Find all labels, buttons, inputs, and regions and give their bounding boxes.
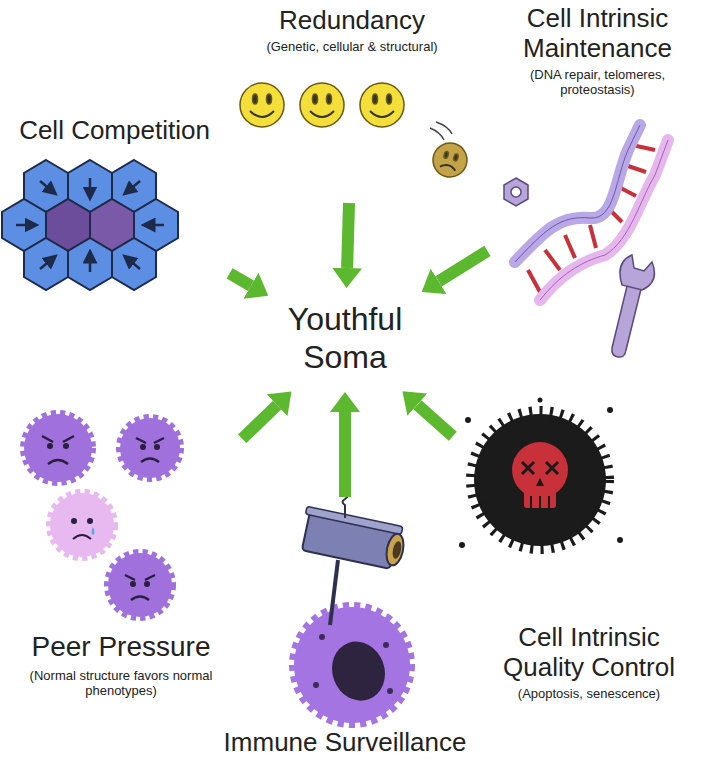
cell-cluster [2,160,178,290]
flow-arrow [439,251,488,282]
concept-group: Peer Pressure (Normal structure favors no… [2,395,240,715]
concept-note: (Genetic, cellular & structural) [232,40,472,55]
smiley-faces [240,83,471,181]
concept-group: Cell Intrinsic Maintenance (DNA repair, t… [490,2,705,362]
flow-arrow [230,273,251,285]
macrophage-camera [294,482,410,723]
concept-label: Cell Intrinsic Quality Control [475,623,703,683]
flow-arrow [347,203,349,268]
concept-label: Immune Surveillance [215,728,475,758]
dna-helix [515,125,668,300]
flow-arrow [417,405,452,437]
concept-label: Cell Competition [2,116,227,146]
concept-note: (DNA repair, telomeres, proteostasis) [500,68,695,98]
concept-label: Youthful Soma [270,300,420,377]
concept-group: Immune Surveillance [215,500,475,762]
concept-group: Cell Intrinsic Quality Control (Apoptosis… [455,385,705,715]
concept-group: Cell Competition [2,112,227,302]
flow-arrow [242,405,277,438]
nut-icon [504,178,528,206]
central-concept: Youthful Soma [270,290,420,390]
concept-label: Peer Pressure [6,631,236,663]
flow-arrow [339,412,351,497]
concept-group: Redundancy (Genetic, cellular & structura… [232,2,472,200]
peer-cells [24,414,180,617]
concept-note: (Normal structure favors normal phenotyp… [10,669,232,699]
apoptosis-skull [459,398,623,549]
wrench-icon [612,255,655,357]
concept-label: Cell Intrinsic Maintenance [490,4,705,64]
concept-label: Redundancy [232,6,472,36]
concept-note: (Apoptosis, senescence) [475,687,703,702]
